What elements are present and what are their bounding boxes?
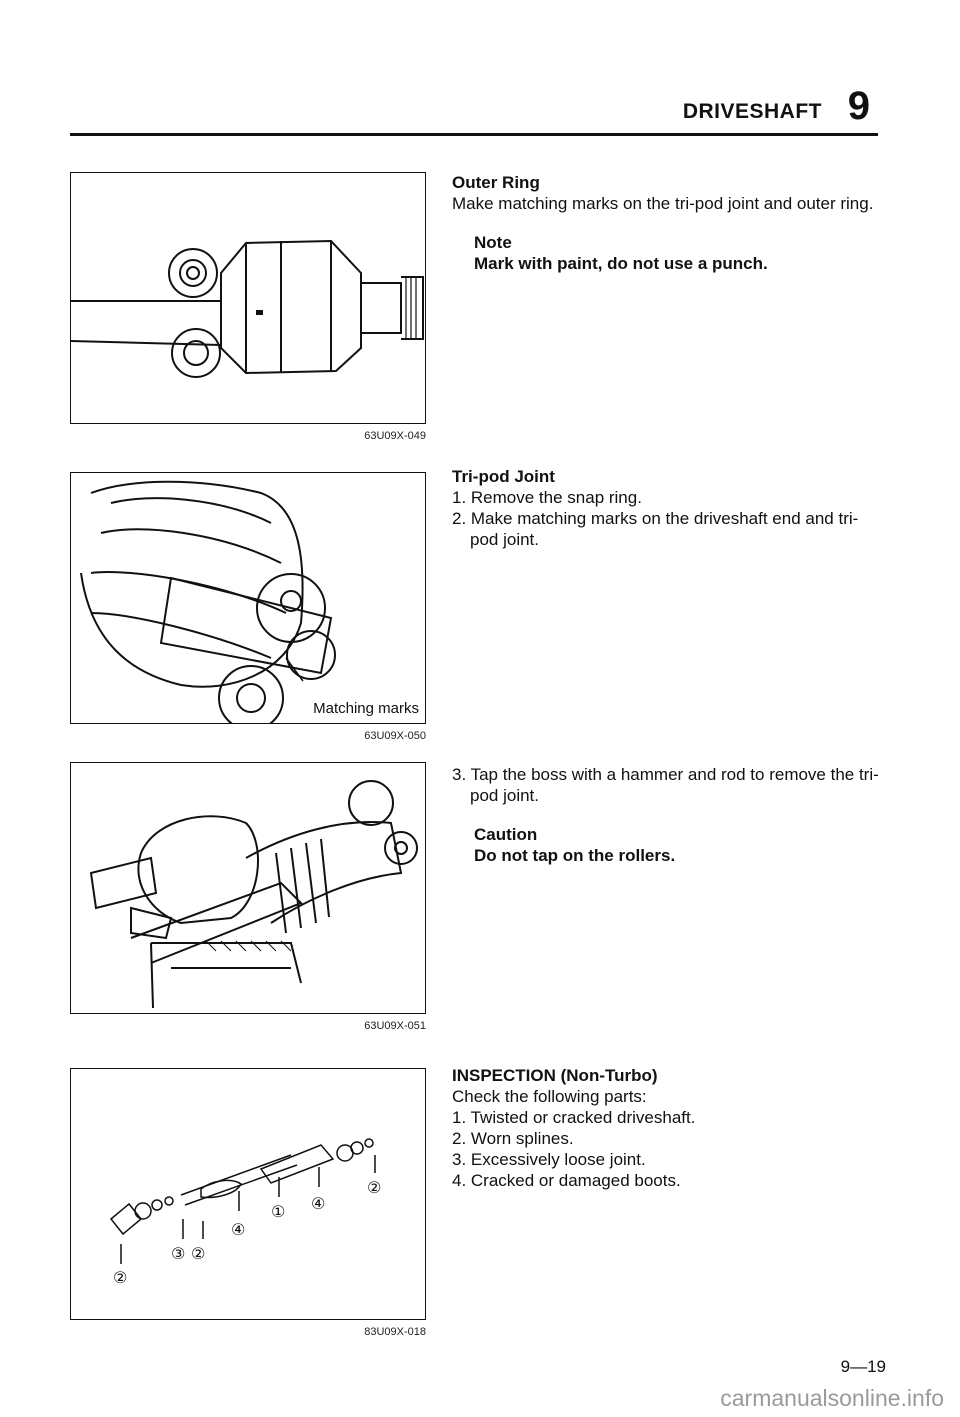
- page-number: 9—19: [840, 1357, 886, 1376]
- list-item: 4. Cracked or damaged boots.: [452, 1171, 681, 1190]
- steps-list: 1. Remove the snap ring. 2. Make matchin…: [452, 487, 882, 550]
- callout-2: ②: [367, 1178, 381, 1197]
- section-heading: Outer Ring: [452, 173, 540, 192]
- hammer-rod-illustration: [89, 780, 418, 1009]
- list-item: 2. Make matching marks on the driveshaft…: [452, 509, 859, 549]
- section-heading: Tri-pod Joint: [452, 467, 555, 486]
- inspection-list: 1. Twisted or cracked driveshaft. 2. Wor…: [452, 1107, 882, 1191]
- driveshaft-exploded-illustration: ② ③ ② ④ ① ④ ②: [109, 1138, 381, 1287]
- list-item: 3. Excessively loose joint.: [452, 1150, 646, 1169]
- figure-tripod-joint: Matching marks 63U09X-050: [70, 472, 426, 742]
- tripod-joint-illustration: [71, 239, 424, 378]
- list-item: 2. Worn splines.: [452, 1129, 574, 1148]
- boot-tripod-illustration: [80, 480, 336, 723]
- caution-body: Do not tap on the rollers.: [474, 846, 676, 865]
- list-item: 1. Remove the snap ring.: [452, 488, 642, 507]
- header-rule: [70, 133, 878, 136]
- matching-marks-label: Matching marks: [313, 700, 419, 717]
- figure-code: 63U09X-049: [364, 430, 426, 442]
- steps-list: 3. Tap the boss with a hammer and rod to…: [452, 764, 882, 806]
- figure-frame: Matching marks: [70, 472, 426, 724]
- callout-2: ②: [113, 1268, 127, 1287]
- figure-code: 63U09X-051: [364, 1020, 426, 1032]
- note-title: Note: [474, 233, 512, 252]
- figure-frame: [70, 762, 426, 1014]
- section-tripod-joint: Tri-pod Joint 1. Remove the snap ring. 2…: [452, 466, 882, 550]
- figure-code: 83U09X-018: [364, 1326, 426, 1338]
- callout-3: ③: [171, 1244, 185, 1263]
- section-intro: Check the following parts:: [452, 1087, 647, 1106]
- section-outer-ring: Outer Ring Make matching marks on the tr…: [452, 172, 882, 274]
- figure-code: 63U09X-050: [364, 730, 426, 742]
- note-block: Note Mark with paint, do not use a punch…: [474, 232, 882, 274]
- chapter-title: DRIVESHAFT: [682, 100, 822, 123]
- caution-title: Caution: [474, 825, 538, 844]
- caution-block: Caution Do not tap on the rollers.: [474, 824, 882, 866]
- figure-frame: ② ③ ② ④ ① ④ ②: [70, 1068, 426, 1320]
- figure-tap-boss: 63U09X-051: [70, 762, 426, 1032]
- list-item: 3. Tap the boss with a hammer and rod to…: [452, 765, 879, 805]
- figure-inspection: ② ③ ② ④ ① ④ ② 83U09X-018: [70, 1068, 426, 1338]
- section-heading: INSPECTION (Non-Turbo): [452, 1066, 658, 1085]
- chapter-number: 9: [847, 84, 870, 128]
- page-header: DRIVESHAFT 9: [70, 80, 878, 136]
- figure-frame: [70, 172, 426, 424]
- callout-1: ①: [271, 1202, 285, 1221]
- section-inspection: INSPECTION (Non-Turbo) Check the followi…: [452, 1065, 882, 1191]
- figure-outer-ring: 63U09X-049: [70, 172, 426, 442]
- note-body: Mark with paint, do not use a punch.: [474, 254, 768, 273]
- section-tap-boss: 3. Tap the boss with a hammer and rod to…: [452, 764, 882, 866]
- list-item: 1. Twisted or cracked driveshaft.: [452, 1108, 696, 1127]
- watermark: carmanualsonline.info: [720, 1385, 944, 1411]
- callout-4: ④: [231, 1220, 245, 1239]
- section-body: Make matching marks on the tri-pod joint…: [452, 194, 874, 213]
- callout-2: ②: [191, 1244, 205, 1263]
- callout-4: ④: [311, 1194, 325, 1213]
